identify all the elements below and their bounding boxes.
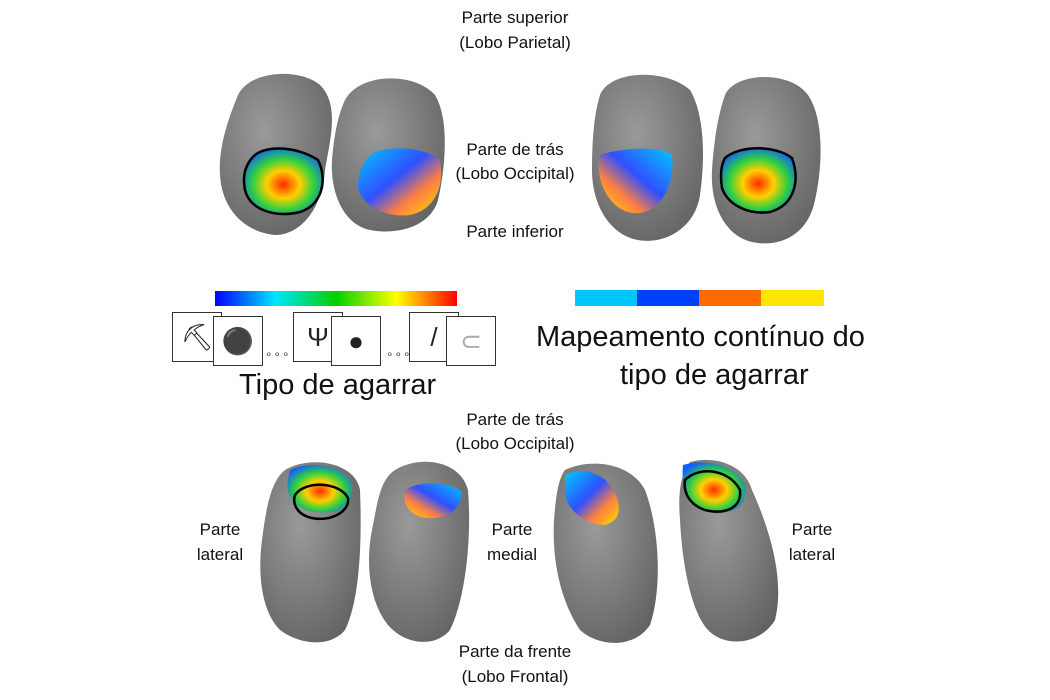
brain-top-3 [592, 74, 703, 241]
brain-top-4 [711, 76, 821, 244]
ellipsis-1: ∘∘∘ [265, 347, 291, 361]
brain-bottom-2 [369, 461, 470, 642]
legend-left-title: Tipo de agarrar [239, 369, 437, 401]
label-frontal: (Lobo Frontal) [461, 667, 569, 686]
brain-top-2 [331, 78, 445, 232]
label-top-parietal: (Lobo Parietal) [459, 33, 571, 52]
continuous-colorbar [575, 290, 824, 306]
label-top-occipital: (Lobo Occipital) [455, 164, 575, 183]
label-right-parte: Parte [791, 520, 833, 539]
label-mid-medial: medial [486, 545, 538, 564]
label-frente: Parte da frente [458, 642, 572, 661]
brain-bottom-3 [553, 463, 658, 643]
label-bottom-tras: Parte de trás [466, 410, 564, 429]
label-bottom-occipital: (Lobo Occipital) [455, 434, 575, 453]
label-right-lateral: lateral [788, 545, 836, 564]
grasp-type-colorbar [215, 291, 457, 306]
legend-right-title-2: tipo de agarrar [620, 359, 809, 391]
paperclip-icon: ⊂ [446, 316, 496, 366]
legend-right-title-1: Mapeamento contínuo do [536, 321, 865, 353]
brain-bottom-4 [679, 459, 779, 642]
colorbar-segment-3 [699, 290, 762, 306]
colorbar-segment-1 [575, 290, 638, 306]
ellipsis-2: ∘∘∘ [386, 347, 412, 361]
label-top-tras: Parte de trás [466, 140, 564, 159]
label-mid-parte: Parte [491, 520, 533, 539]
brain-top-1 [219, 73, 332, 236]
label-top-superior: Parte superior [461, 8, 569, 27]
label-left-lateral: lateral [196, 545, 244, 564]
mouse-icon: ● [331, 316, 381, 366]
colorbar-segment-2 [637, 290, 700, 306]
dumbbell-icon: ⚫ [213, 316, 263, 366]
colorbar-segment-4 [761, 290, 824, 306]
label-left-parte: Parte [199, 520, 241, 539]
label-top-inferior: Parte inferior [466, 222, 564, 241]
brain-bottom-1 [260, 462, 361, 643]
